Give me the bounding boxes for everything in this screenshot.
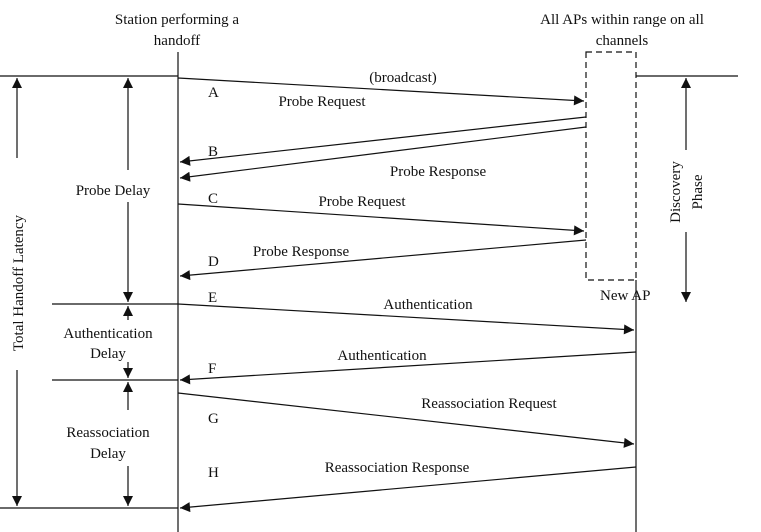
- message-a-arrow: [177, 77, 585, 106]
- message-g-label: Reassociation Request: [421, 396, 557, 412]
- message-e-label: Authentication: [383, 297, 473, 313]
- discovery-label-line1: Discovery: [668, 161, 684, 223]
- auth-delay-label-line1: Authentication: [63, 326, 153, 342]
- message-b-letter: B: [208, 144, 218, 160]
- auth-delay-label-line2: Delay: [90, 346, 126, 362]
- station-header-line1: Station performing a: [115, 12, 239, 28]
- discovery-label-line2: Phase: [690, 174, 706, 209]
- message-c-letter: C: [208, 191, 218, 207]
- message-b-label: Probe Response: [390, 164, 487, 180]
- message-f-letter: F: [208, 361, 216, 377]
- message-a-label: Probe Request: [278, 94, 366, 110]
- message-g-arrow: [177, 392, 635, 448]
- message-e-arrow: [177, 303, 635, 335]
- probe-delay-label: Probe Delay: [76, 183, 151, 199]
- message-e-letter: E: [208, 290, 217, 306]
- message-c-arrow: [177, 203, 585, 236]
- message-d-arrow: [179, 239, 587, 281]
- total-latency-label: Total Handoff Latency: [11, 214, 27, 351]
- message-d-label: Probe Response: [253, 244, 350, 260]
- aps-dashed-box: [585, 51, 637, 281]
- message-h-letter: H: [208, 465, 219, 481]
- message-b-arrow-2: [179, 126, 587, 182]
- new-ap-label: New AP: [600, 288, 650, 304]
- message-g-letter: G: [208, 411, 219, 427]
- message-b-arrow-1: [179, 116, 587, 166]
- message-h-label: Reassociation Response: [325, 460, 470, 476]
- message-f-label: Authentication: [337, 348, 427, 364]
- message-a-letter: A: [208, 85, 219, 101]
- message-c-label: Probe Request: [318, 194, 406, 210]
- message-h-arrow: [179, 466, 637, 513]
- message-f-arrow: [179, 351, 637, 385]
- reassoc-delay-label-line2: Delay: [90, 446, 126, 462]
- station-header-line2: handoff: [154, 33, 200, 49]
- aps-header-line1: All APs within range on all: [540, 12, 704, 28]
- reassoc-delay-label-line1: Reassociation: [66, 425, 150, 441]
- message-a-note: (broadcast): [369, 70, 436, 86]
- aps-header-line2: channels: [596, 33, 649, 49]
- message-d-letter: D: [208, 254, 219, 270]
